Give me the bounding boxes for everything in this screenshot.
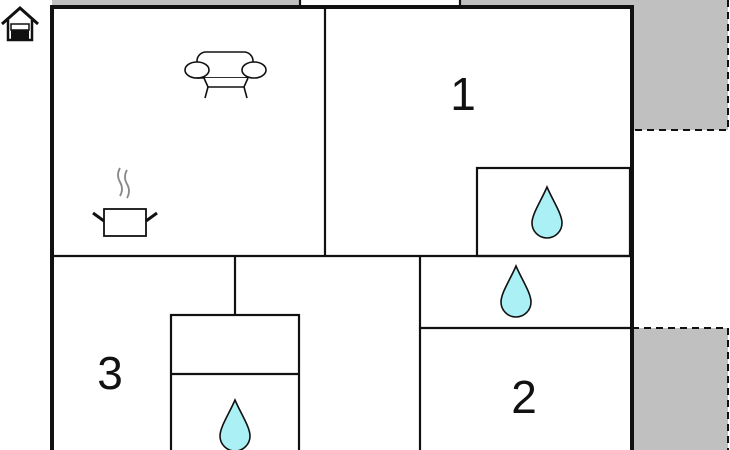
house-entrance-icon bbox=[1, 5, 39, 42]
room-label-2: 2 bbox=[511, 371, 537, 423]
terrace-bottom-right bbox=[632, 327, 729, 450]
top-opening bbox=[298, 0, 462, 7]
room-label-1: 1 bbox=[450, 68, 476, 120]
bathroom-3 bbox=[169, 313, 301, 450]
water-drop-icon bbox=[500, 263, 532, 318]
terrace-top-right bbox=[632, 0, 729, 131]
cooking-pot-icon bbox=[92, 167, 158, 237]
room-label-3: 3 bbox=[97, 347, 123, 399]
outer-wall bbox=[50, 5, 634, 450]
bathroom-1 bbox=[475, 166, 632, 258]
water-drop-icon bbox=[219, 397, 251, 450]
sofa-icon bbox=[184, 51, 267, 99]
terrace-top-strip bbox=[52, 0, 632, 6]
water-drop-icon bbox=[531, 184, 563, 239]
